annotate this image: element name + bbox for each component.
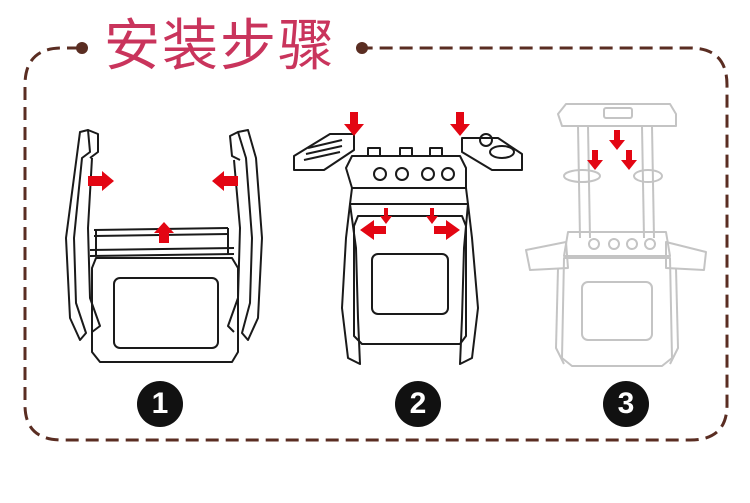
arrow-left-icon [360,220,386,240]
frame-dot-right [356,42,368,54]
arrow-down-small-icon [380,208,392,224]
arrow-right-icon [434,220,460,240]
step-1-arrows [88,171,238,243]
arrow-down-icon [450,112,470,136]
step-3-figure [525,103,707,367]
step-3-number: 3 [603,381,649,427]
step-2-arrows [344,112,470,240]
arrow-down-icon [621,150,637,170]
arrow-left-icon [212,171,238,191]
arrow-up-icon [154,222,174,243]
arrow-down-icon [609,130,625,150]
step-2-figure [293,112,523,365]
arrow-right-icon [88,171,114,191]
step-1-figure [65,129,263,363]
page-title: 安装步骤 [98,10,342,84]
arrow-down-icon [344,112,364,136]
step-3-arrows [587,130,637,170]
step-1-number: 1 [137,381,183,427]
arrow-down-small-icon [426,208,438,224]
frame-dot-left [76,42,88,54]
step-2-number: 2 [395,381,441,427]
arrow-down-icon [587,150,603,170]
